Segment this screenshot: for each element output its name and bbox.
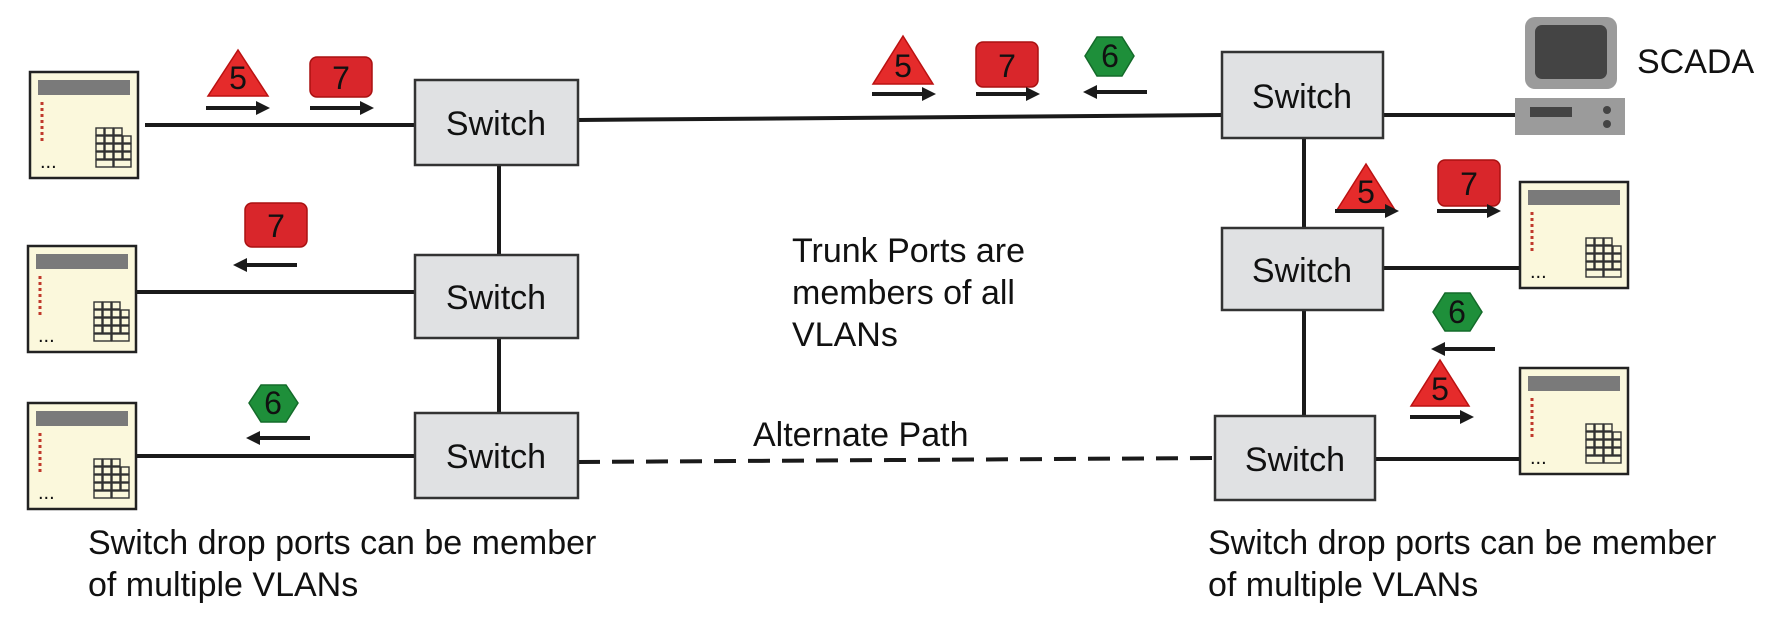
svg-text:5: 5 [1431, 371, 1449, 407]
svg-text:5: 5 [1357, 174, 1375, 210]
trunk-link-switch1-switchR1 [577, 113, 1223, 122]
connection-lines [137, 113, 1520, 464]
arrow-icon [1429, 340, 1497, 358]
vlan-7-marker: 7 [975, 41, 1039, 88]
svg-text:6: 6 [1448, 294, 1466, 330]
note-line: Switch drop ports can be member [88, 524, 597, 562]
arrow-icon [308, 99, 376, 117]
vlan-5-marker: 5 [1409, 358, 1471, 407]
svg-text:6: 6 [264, 385, 282, 421]
vlan-5-marker: 5 [206, 48, 270, 97]
arrow-icon [870, 85, 938, 103]
vlan-7-marker: 7 [244, 202, 308, 248]
svg-text:7: 7 [267, 208, 285, 244]
svg-text:7: 7 [998, 48, 1016, 84]
svg-text:5: 5 [229, 60, 247, 96]
switch-label: Switch [446, 105, 546, 143]
note-line: VLANs [792, 316, 898, 354]
drop-ports-note-right: Switch drop ports can be member of multi… [1208, 522, 1716, 606]
note-line: Switch drop ports can be member [1208, 524, 1717, 562]
vlan-5-marker: 5 [871, 34, 935, 85]
switch-2: Switch [413, 253, 580, 340]
switch-r3: Switch [1213, 414, 1377, 502]
computer-workstation-icon [1515, 17, 1625, 135]
note-line: of multiple VLANs [1208, 566, 1479, 604]
vlan-6-marker: 6 [1432, 292, 1483, 332]
arrow-icon [1081, 83, 1149, 101]
svg-text:7: 7 [1460, 166, 1478, 202]
svg-text:5: 5 [894, 48, 912, 84]
arrow-icon [974, 85, 1042, 103]
scada-label: SCADA [1637, 43, 1754, 81]
switch-3: Switch [413, 411, 580, 500]
switch-label: Switch [1252, 252, 1352, 290]
vlan-5-marker: 5 [1335, 162, 1397, 211]
svg-text:6: 6 [1101, 38, 1119, 74]
svg-text:7: 7 [332, 60, 350, 96]
vlan-6-marker: 6 [1084, 36, 1135, 77]
trunk-ports-note: Trunk Ports are members of all VLANs [792, 230, 1025, 356]
arrow-icon [244, 429, 312, 447]
plc-device-icon [1518, 180, 1630, 290]
alternate-path-link [577, 456, 1216, 464]
vlan-7-marker: 7 [1437, 159, 1501, 207]
arrow-icon [231, 256, 299, 274]
plc-device-icon [26, 401, 138, 511]
switch-label: Switch [1245, 441, 1345, 479]
plc-device-icon [28, 70, 140, 180]
note-line: of multiple VLANs [88, 566, 359, 604]
plc-device-icon [1518, 366, 1630, 476]
note-line: Trunk Ports are [792, 232, 1026, 270]
arrow-icon [1408, 408, 1476, 426]
switch-label: Switch [446, 438, 546, 476]
switch-r2: Switch [1220, 226, 1385, 312]
switch-1: Switch [413, 78, 580, 167]
drop-ports-note-left: Switch drop ports can be member of multi… [88, 522, 596, 606]
alternate-path-label: Alternate Path [753, 416, 969, 454]
vlan-6-marker: 6 [248, 384, 299, 423]
note-line: members of all [792, 274, 1015, 312]
switch-r1: Switch [1220, 50, 1385, 140]
switch-label: Switch [446, 279, 546, 317]
switch-label: Switch [1252, 78, 1352, 116]
arrow-icon [204, 99, 272, 117]
vlan-7-marker: 7 [309, 56, 373, 98]
plc-device-icon [26, 244, 138, 354]
